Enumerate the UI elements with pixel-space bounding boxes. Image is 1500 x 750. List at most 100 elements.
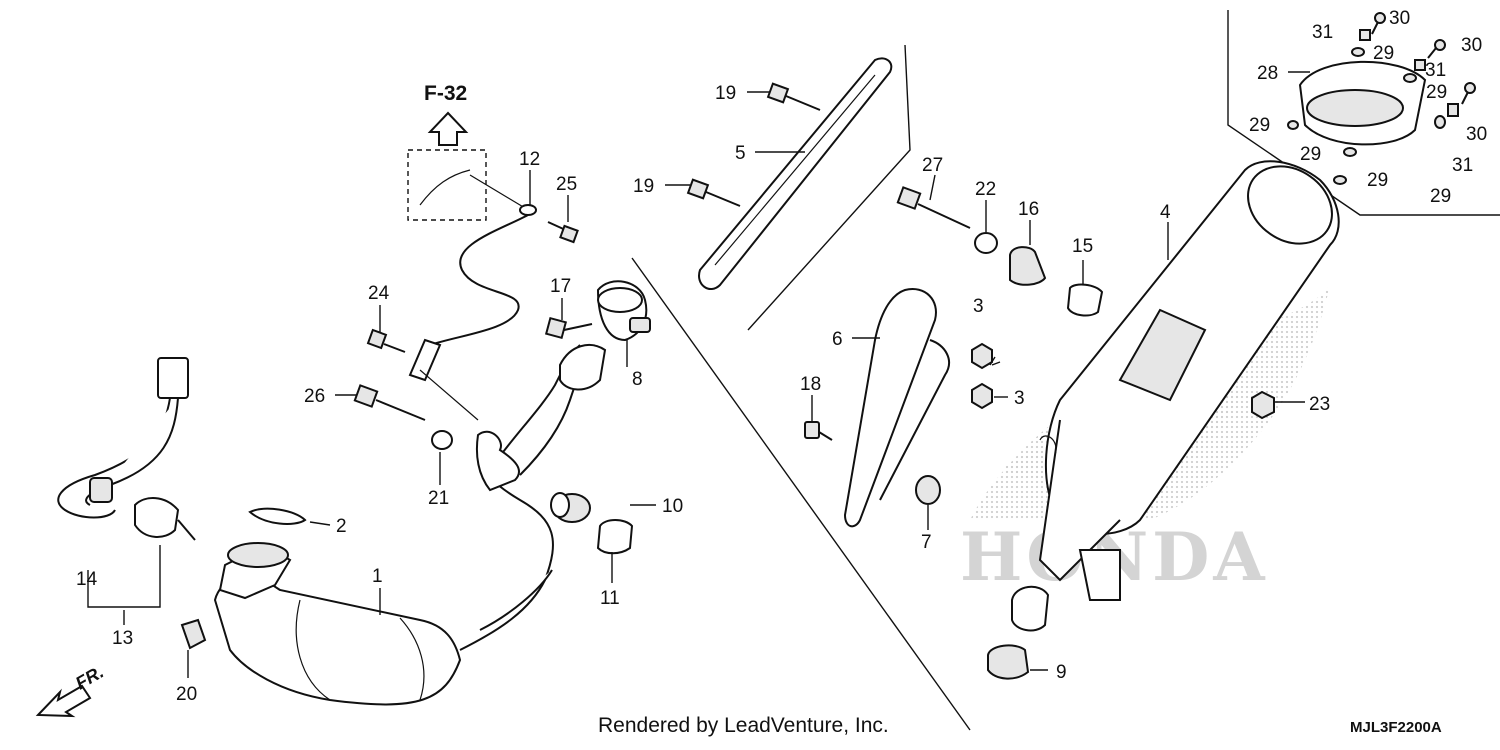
callout-30a: 30 (1389, 8, 1410, 29)
callout-12: 12 (519, 149, 540, 170)
nut-23-icon (1251, 390, 1275, 420)
washer-22-icon (974, 232, 998, 254)
callout-31b: 31 (1425, 60, 1446, 81)
bolt-19a-icon (766, 82, 790, 104)
washer-21-icon (431, 430, 453, 450)
collar-15-icon (1066, 283, 1104, 317)
up-arrow-icon (427, 111, 469, 146)
callout-4: 4 (1160, 202, 1171, 223)
pipe-inlet (559, 344, 607, 391)
washer-31b-icon (1414, 59, 1426, 71)
rubber-16-icon (1009, 246, 1047, 286)
heat-guard-upper (686, 57, 893, 290)
front-direction-indicator: FR. (35, 662, 107, 718)
collar-11-icon (596, 519, 634, 555)
ground-cable-assembly (366, 174, 579, 382)
callout-31a: 31 (1312, 22, 1333, 43)
sensor-body-icon (134, 497, 180, 538)
bolt-26-icon (353, 384, 426, 421)
callout-9: 9 (1056, 662, 1067, 683)
rubber-7-icon (915, 475, 941, 505)
callout-3b: 3 (1014, 388, 1025, 409)
rubber-9-icon (987, 644, 1030, 680)
nut-3a-icon (971, 342, 993, 370)
heat-guard-5 (698, 57, 893, 290)
divider-line-upper (747, 44, 911, 331)
screw-30b-icon (1427, 39, 1446, 59)
callout-6: 6 (832, 329, 843, 350)
nut-3b-icon (971, 382, 993, 410)
sensor-connector-icon (157, 357, 189, 399)
callout-3a: 3 (973, 296, 984, 317)
screw-30a-icon (1371, 12, 1386, 35)
callout-8: 8 (632, 369, 643, 390)
ground-terminal-icon (519, 204, 537, 216)
callout-29f: 29 (1430, 186, 1451, 207)
oxygen-sensor (57, 357, 196, 541)
callout-5: 5 (735, 143, 746, 164)
rubber-mount-10 (550, 492, 591, 523)
bolt-17-icon (544, 316, 568, 340)
front-arrow-icon (35, 684, 92, 718)
ground-wire-end (419, 169, 471, 206)
callout-29d: 29 (1300, 144, 1321, 165)
pipe-curve-outer (459, 464, 554, 651)
gasket-icon (248, 507, 307, 525)
diagram-code: MJL3F2200A (1350, 719, 1442, 736)
callout-21: 21 (428, 488, 449, 509)
callout-26: 26 (304, 386, 325, 407)
bolt-27-icon (896, 186, 971, 229)
washer-29b-icon (1403, 73, 1417, 83)
washer-29e-icon (1343, 147, 1357, 157)
callout-23: 23 (1309, 394, 1330, 415)
credit-text: Rendered by LeadVenture, Inc. (598, 714, 889, 737)
cable-clamp-icon (408, 338, 442, 382)
callout-7: 7 (921, 532, 932, 553)
callout-18: 18 (800, 374, 821, 395)
callout-31c: 31 (1452, 155, 1473, 176)
callout-29b: 29 (1426, 82, 1447, 103)
muffler (1011, 160, 1340, 632)
callout-25: 25 (556, 174, 577, 195)
callout-24: 24 (368, 283, 390, 304)
callout-22: 22 (975, 179, 996, 200)
sensor-clip-icon (89, 477, 113, 503)
end-cap-assembly (1287, 12, 1476, 185)
bolt-24-icon (366, 328, 406, 353)
callouts: 1 2 3 3 4 5 6 7 8 9 10 11 12 13 14 15 16… (76, 8, 1487, 705)
callout-29a: 29 (1373, 43, 1394, 64)
callout-11: 11 (600, 588, 620, 609)
callout-10: 10 (662, 496, 683, 517)
heat-guard-lower (843, 288, 950, 528)
bolt-25-icon (547, 221, 579, 244)
callout-29e: 29 (1367, 170, 1388, 191)
screw-30c-icon (1461, 82, 1476, 105)
washer-31a-icon (1359, 29, 1371, 41)
callout-14: 14 (76, 569, 98, 590)
callout-2: 2 (336, 516, 347, 537)
pipe-bracket-icon (475, 430, 520, 492)
divider-line (631, 257, 971, 731)
washer-29f-icon (1333, 175, 1347, 185)
callout-13: 13 (112, 628, 133, 649)
bolt-19b-icon (686, 178, 710, 200)
washer-29c-icon (1434, 115, 1446, 129)
washer-29d-icon (1287, 120, 1299, 130)
reference-f32: F-32 (407, 82, 487, 221)
clip-icon (180, 618, 207, 650)
callout-19b: 19 (633, 176, 654, 197)
reference-label: F-32 (424, 82, 467, 105)
heat-guard-6 (843, 288, 937, 528)
bolt-18-icon (804, 421, 833, 441)
callout-1: 1 (372, 566, 383, 587)
pipe-clamp (544, 280, 651, 342)
washer-31c-icon (1447, 103, 1459, 117)
callout-27: 27 (922, 155, 943, 176)
reference-dashed-box (407, 149, 487, 221)
callout-28: 28 (1257, 63, 1278, 84)
callout-19a: 19 (715, 83, 736, 104)
leader-lines (87, 71, 1310, 678)
callout-20: 20 (176, 684, 197, 705)
callout-15: 15 (1072, 236, 1093, 257)
muffler-outlet (1011, 585, 1050, 632)
